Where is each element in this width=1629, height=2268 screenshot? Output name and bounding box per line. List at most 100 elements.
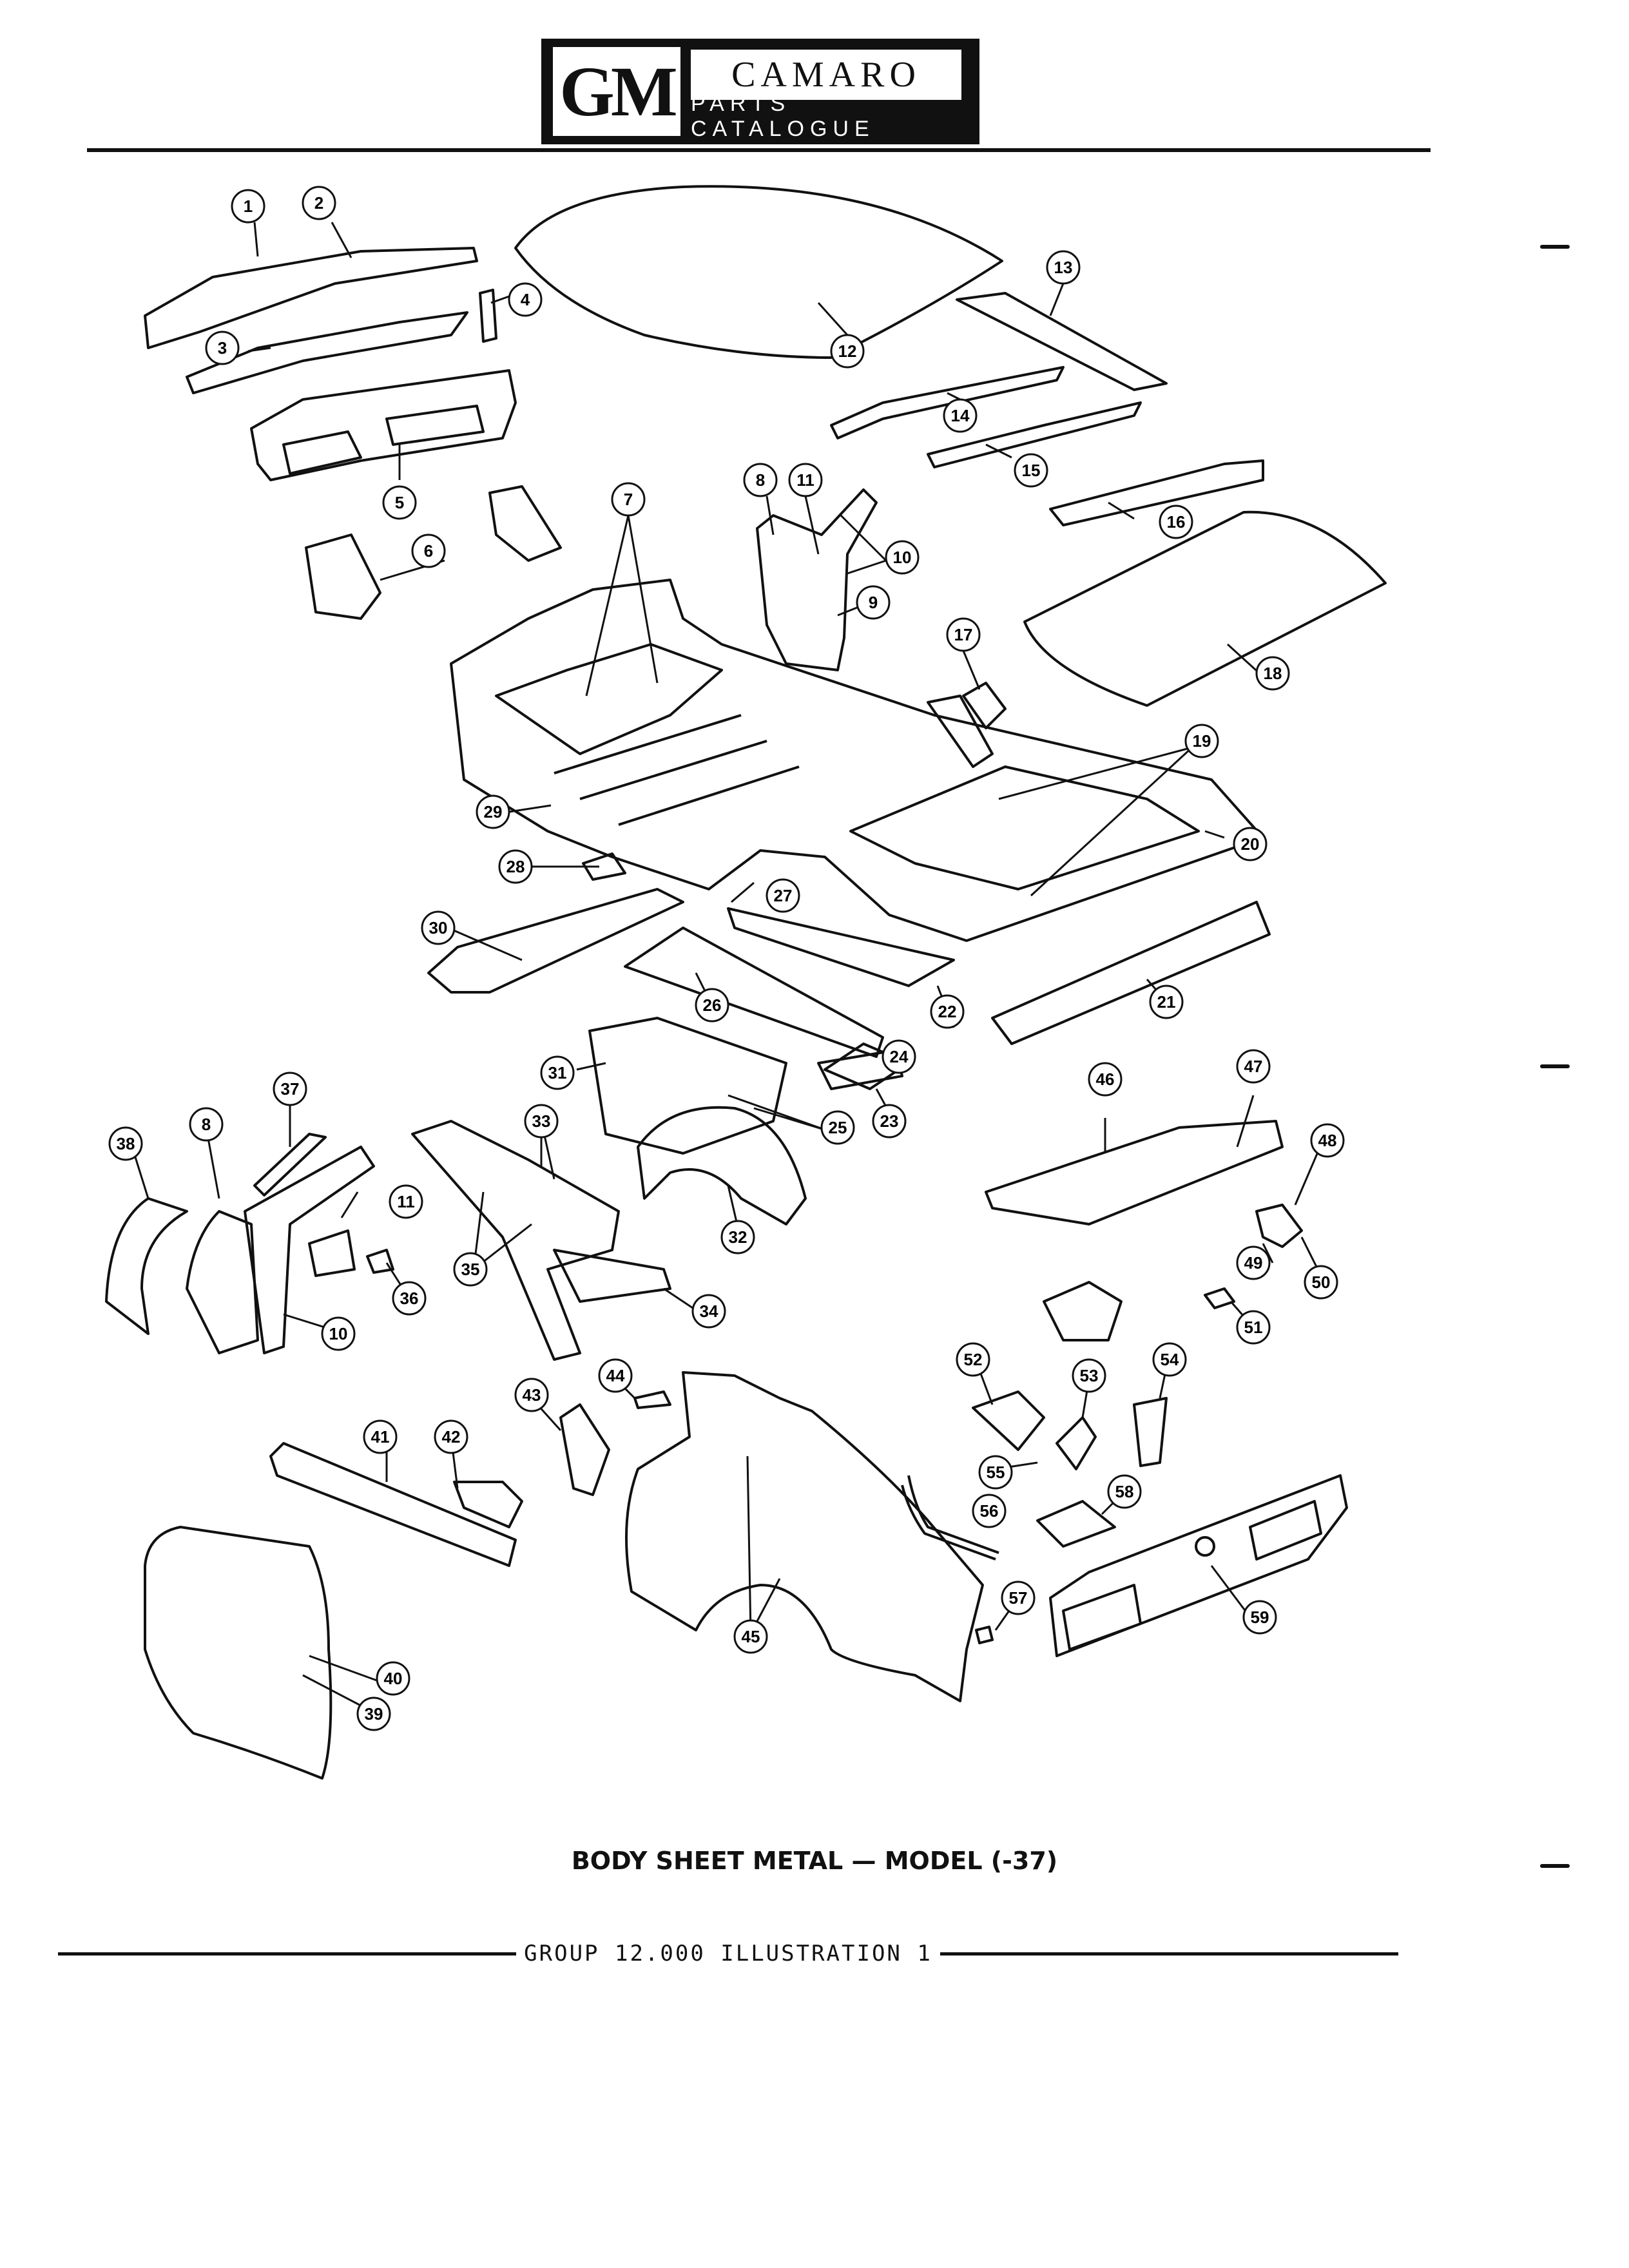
- callout-19: 19: [1184, 724, 1219, 758]
- margin-mark: [1540, 245, 1570, 249]
- svg-text:51: 51: [1244, 1318, 1263, 1337]
- diagram-caption: BODY SHEET METAL — MODEL (-37): [571, 1847, 1058, 1875]
- callout-49: 49: [1236, 1245, 1271, 1280]
- part-37: [253, 1133, 327, 1196]
- svg-text:31: 31: [548, 1063, 567, 1082]
- svg-text:27: 27: [774, 886, 793, 905]
- callout-51: 51: [1236, 1310, 1271, 1345]
- callout-7: 7: [611, 482, 646, 517]
- svg-text:19: 19: [1193, 731, 1211, 751]
- part-48-bracket: [1255, 1204, 1303, 1248]
- part-rear-lower: [991, 901, 1271, 1045]
- svg-text:33: 33: [532, 1111, 551, 1131]
- svg-text:22: 22: [938, 1002, 957, 1021]
- svg-text:43: 43: [523, 1385, 541, 1405]
- part-small-28: [582, 852, 626, 881]
- callout-44: 44: [598, 1358, 633, 1393]
- callout-13: 13: [1046, 250, 1081, 285]
- title-block: CAMARO PARTS CATALOGUE: [691, 50, 961, 141]
- svg-text:3: 3: [218, 338, 227, 358]
- part-hinge-pillar: [244, 1146, 375, 1354]
- svg-text:21: 21: [1157, 992, 1176, 1012]
- part-57: [975, 1626, 994, 1644]
- callout-31: 31: [540, 1055, 575, 1090]
- callout-54: 54: [1152, 1342, 1187, 1377]
- svg-text:37: 37: [281, 1079, 300, 1099]
- svg-text:24: 24: [890, 1047, 909, 1066]
- part-wheelhouse: [637, 1106, 807, 1225]
- svg-text:41: 41: [371, 1427, 390, 1446]
- svg-text:9: 9: [869, 593, 878, 612]
- svg-text:1: 1: [244, 197, 253, 216]
- svg-text:42: 42: [442, 1427, 461, 1446]
- margin-mark: [1540, 1864, 1570, 1868]
- callout-15: 15: [1014, 453, 1048, 488]
- callout-18: 18: [1255, 656, 1290, 691]
- part-52: [972, 1390, 1045, 1451]
- part-roof-rail: [830, 366, 1065, 439]
- footer-group-label: GROUP 12.000 ILLUSTRATION 1: [524, 1941, 932, 1966]
- callout-40: 40: [376, 1661, 410, 1696]
- svg-text:10: 10: [329, 1324, 348, 1343]
- callout-28: 28: [498, 849, 533, 884]
- part-quarter-inner: [105, 1197, 188, 1335]
- svg-text:40: 40: [384, 1669, 403, 1688]
- margin-mark: [1540, 1064, 1570, 1068]
- part-43: [559, 1403, 610, 1496]
- callout-4: 4: [508, 282, 543, 317]
- callout-8-lower: 8: [189, 1107, 224, 1142]
- svg-text:32: 32: [729, 1227, 747, 1247]
- part-center-bracket: [1043, 1281, 1123, 1341]
- part-44: [633, 1390, 671, 1409]
- callout-11-lower: 11: [389, 1184, 423, 1219]
- callout-2: 2: [302, 186, 336, 220]
- callout-11-upper: 11: [788, 463, 823, 497]
- svg-text:26: 26: [703, 995, 722, 1015]
- footer-line-right: [940, 1952, 1398, 1956]
- svg-text:17: 17: [954, 625, 973, 644]
- part-lock-pillar: [186, 1210, 259, 1354]
- callout-23: 23: [872, 1104, 907, 1139]
- svg-text:28: 28: [506, 857, 525, 876]
- part-roof-bow: [1049, 459, 1264, 526]
- callout-47: 47: [1236, 1049, 1271, 1084]
- svg-text:16: 16: [1167, 512, 1186, 532]
- part-36: [366, 1249, 394, 1274]
- callout-42: 42: [434, 1419, 468, 1454]
- callout-10-lower: 10: [321, 1316, 356, 1351]
- callout-50: 50: [1304, 1265, 1338, 1300]
- svg-text:6: 6: [424, 541, 433, 561]
- callout-32: 32: [720, 1220, 755, 1254]
- callout-34: 34: [691, 1294, 726, 1329]
- part-fender-inner: [411, 1120, 620, 1361]
- callout-25: 25: [820, 1110, 855, 1145]
- svg-text:52: 52: [964, 1350, 983, 1369]
- part-floor-bracket: [305, 533, 381, 620]
- part-54: [1133, 1397, 1168, 1467]
- callout-36: 36: [392, 1281, 427, 1316]
- svg-text:49: 49: [1244, 1253, 1263, 1273]
- callout-38: 38: [108, 1126, 143, 1161]
- callout-52: 52: [956, 1342, 990, 1377]
- svg-text:55: 55: [987, 1463, 1005, 1482]
- part-pillar-upper: [756, 488, 878, 671]
- svg-text:36: 36: [400, 1289, 419, 1308]
- svg-text:8: 8: [202, 1115, 211, 1134]
- callout-10-upper: 10: [885, 540, 920, 575]
- callout-33: 33: [524, 1104, 559, 1139]
- svg-text:7: 7: [624, 490, 633, 509]
- part-11: [308, 1229, 356, 1277]
- part-frame-rail: [624, 927, 884, 1058]
- svg-text:23: 23: [880, 1111, 899, 1131]
- callout-57: 57: [1001, 1581, 1036, 1615]
- part-bracket: [479, 289, 497, 343]
- callout-43: 43: [514, 1378, 549, 1412]
- callout-26: 26: [695, 988, 729, 1023]
- callout-22: 22: [930, 994, 965, 1029]
- part-rocker: [727, 907, 955, 987]
- part-23: [817, 1049, 903, 1090]
- footer-rule: GROUP 12.000 ILLUSTRATION 1: [58, 1941, 1398, 1966]
- svg-text:35: 35: [461, 1260, 480, 1279]
- callout-59: 59: [1242, 1600, 1277, 1635]
